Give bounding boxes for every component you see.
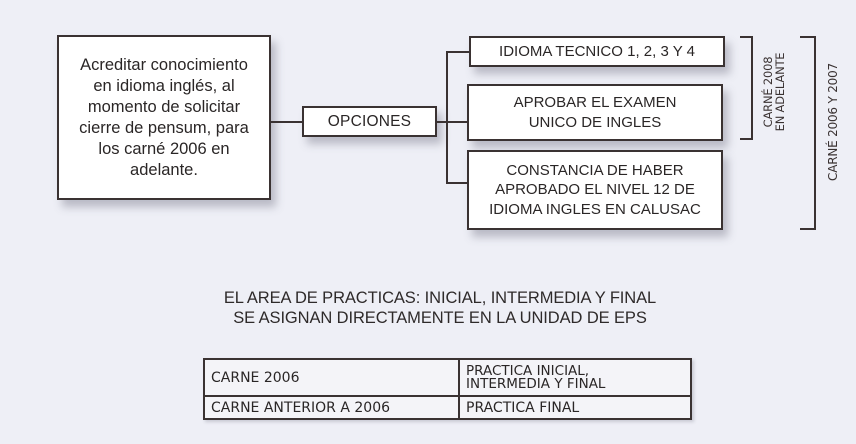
table-cell-carne: CARNE 2006 <box>203 358 460 397</box>
options-box: OPCIONES <box>302 106 437 137</box>
branch-option-1 <box>446 51 469 53</box>
table-row: CARNE ANTERIOR A 2006 PRACTICA FINAL <box>203 395 692 420</box>
requirement-box: Acreditar conocimiento en idioma inglés,… <box>57 35 271 200</box>
option-3-text: CONSTANCIA DE HABER APROBADO EL NIVEL 12… <box>489 161 701 218</box>
practice-note-line-1: EL AREA DE PRACTICAS: INICIAL, INTERMEDI… <box>223 289 657 307</box>
branch-option-3 <box>446 182 467 184</box>
option-1-text: IDIOMA TECNICO 1, 2, 3 Y 4 <box>499 42 695 60</box>
connector-options-to-spine <box>437 121 467 123</box>
table-cell-practica: PRACTICA INICIAL, INTERMEDIA Y FINAL <box>458 358 692 397</box>
option-box-constancia-calusac: CONSTANCIA DE HABER APROBADO EL NIVEL 12… <box>467 150 723 230</box>
options-label: OPCIONES <box>327 112 412 130</box>
branch-spine <box>446 51 448 184</box>
connector-main-to-options <box>271 121 302 123</box>
bracket-label-carne-2008: CARNÉ 2008 EN ADELANTE <box>761 52 787 132</box>
requirement-text: Acreditar conocimiento en idioma inglés,… <box>79 55 249 179</box>
practice-table: CARNE 2006 PRACTICA INICIAL, INTERMEDIA … <box>203 358 692 420</box>
table-cell-carne: CARNE ANTERIOR A 2006 <box>203 395 460 420</box>
practice-note-line-2: SE ASIGNAN DIRECTAMENTE EN LA UNIDAD DE … <box>233 309 647 327</box>
option-box-idioma-tecnico: IDIOMA TECNICO 1, 2, 3 Y 4 <box>469 36 725 67</box>
table-row: CARNE 2006 PRACTICA INICIAL, INTERMEDIA … <box>203 358 692 397</box>
table-cell-practica: PRACTICA FINAL <box>458 395 692 420</box>
bracket-label-carne-2006-2007: CARNÉ 2006 Y 2007 <box>826 63 840 181</box>
option-2-text: APROBAR EL EXAMEN UNICO DE INGLES <box>513 94 677 131</box>
option-box-examen-unico: APROBAR EL EXAMEN UNICO DE INGLES <box>467 84 723 141</box>
